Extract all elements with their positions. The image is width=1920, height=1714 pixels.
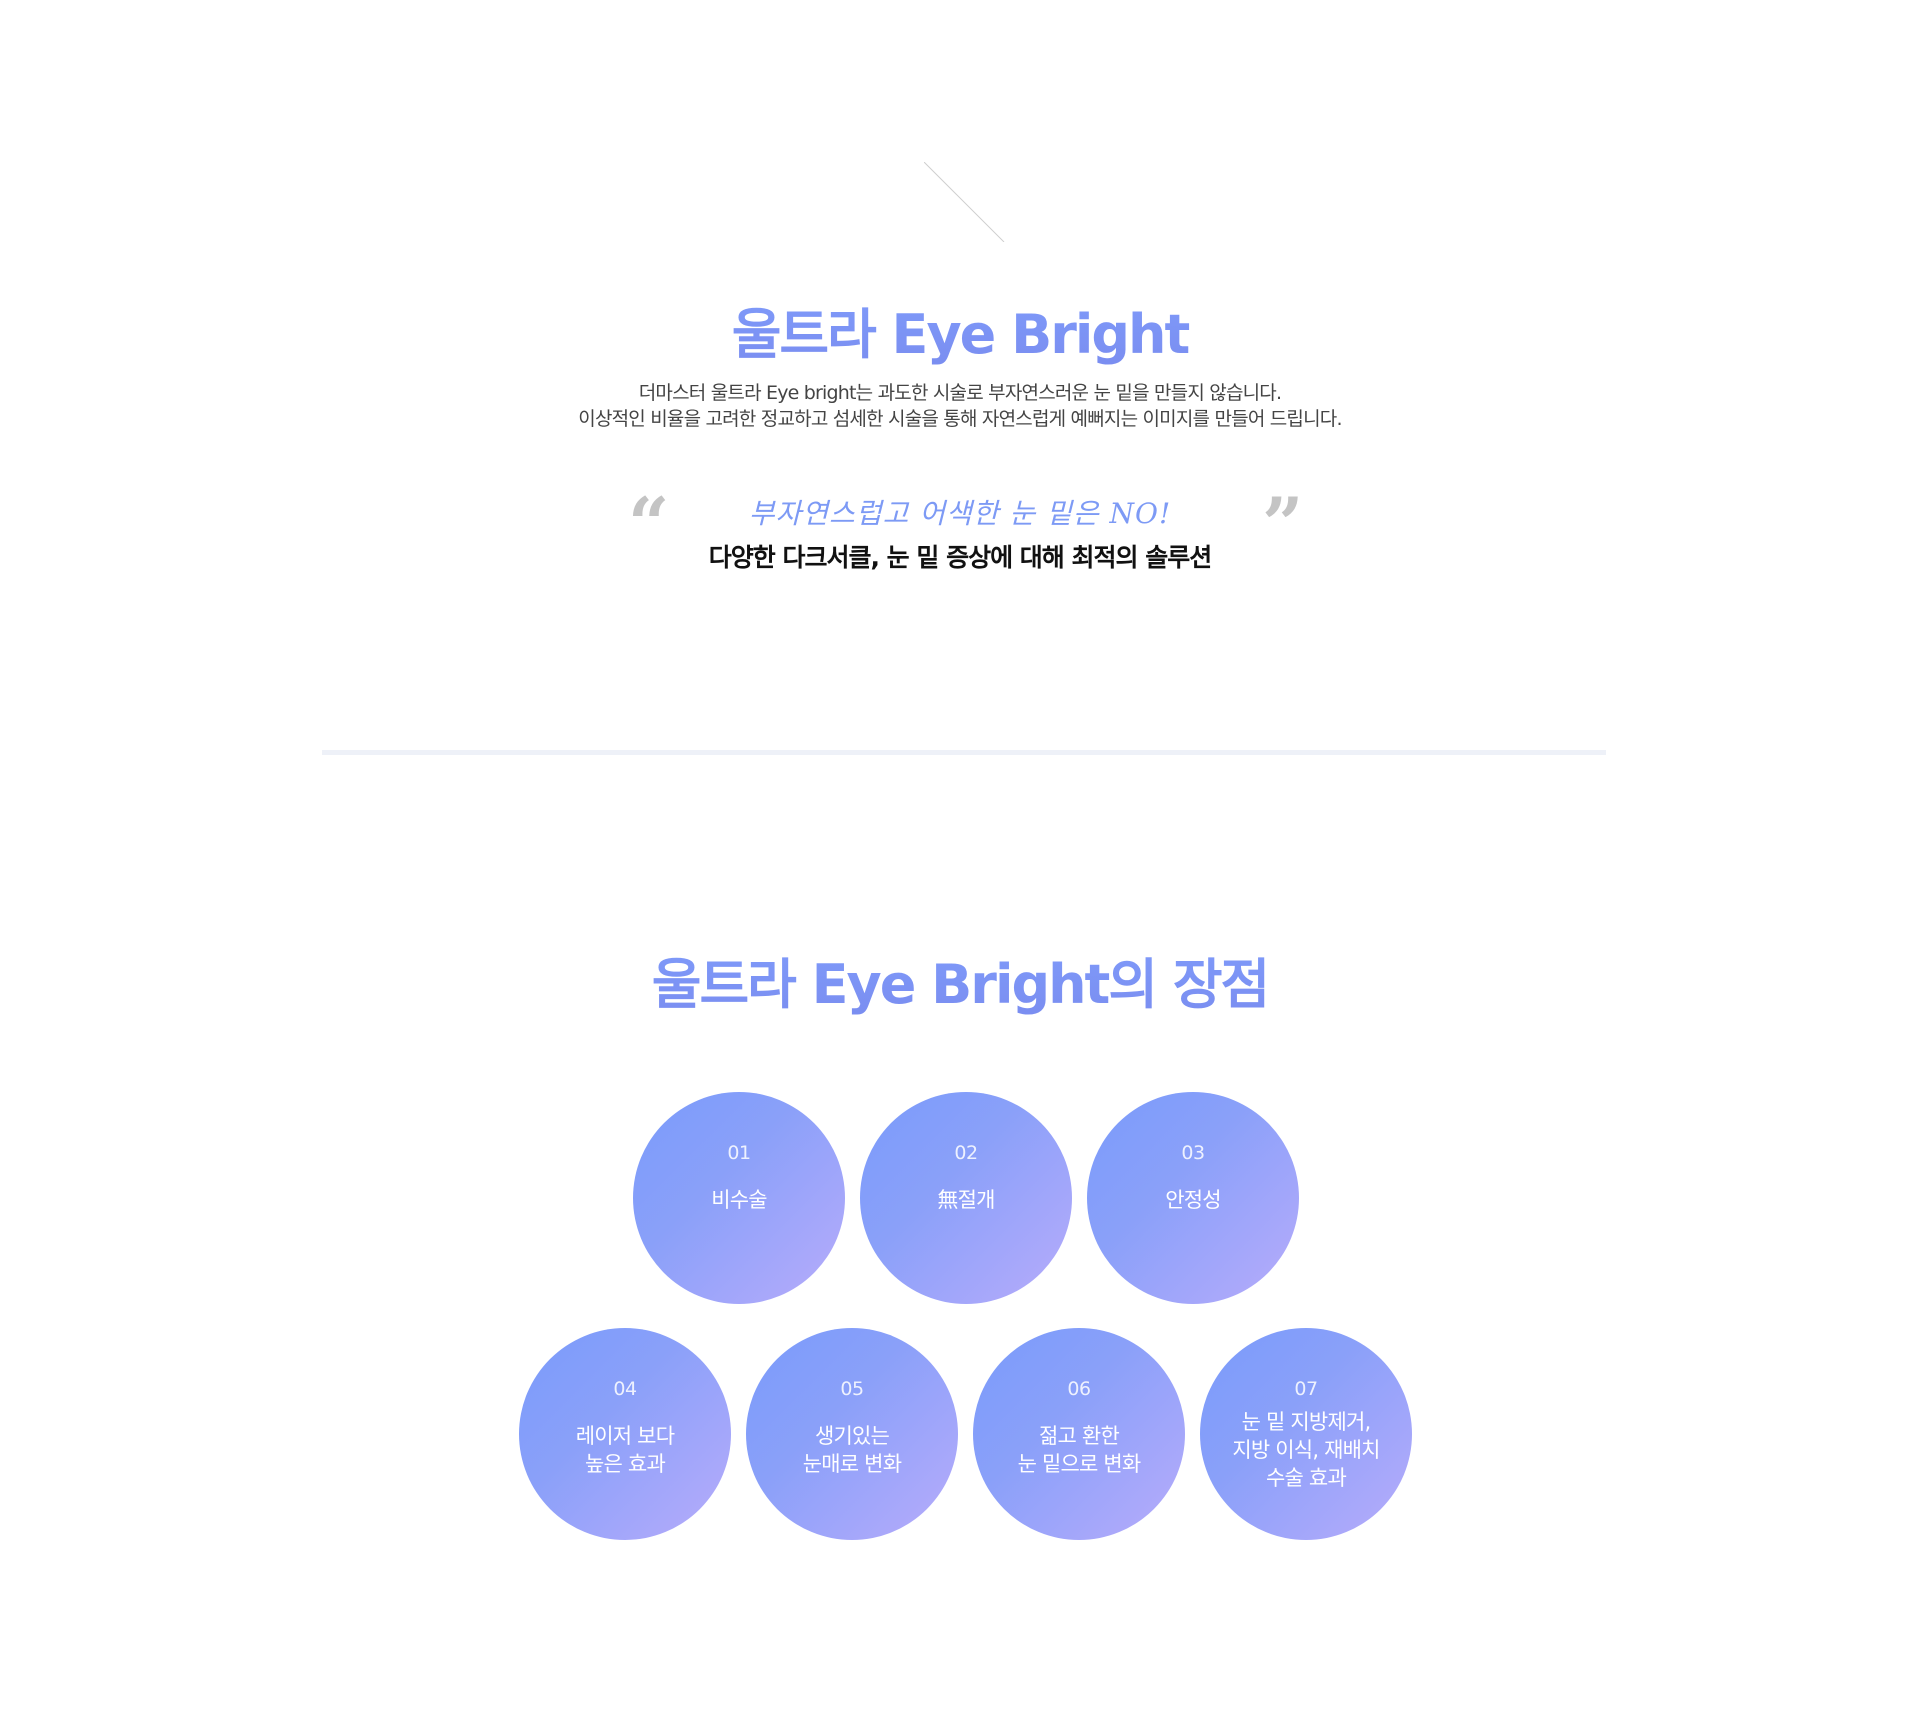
- intro-description: 더마스터 울트라 Eye bright는 과도한 시술로 부자연스러운 눈 밑을…: [0, 380, 1920, 432]
- quote-script-text: 부자연스럽고 어색한 눈 밑은 NO!: [748, 497, 1172, 530]
- advantage-label-line: 눈매로 변화: [802, 1452, 902, 1476]
- advantage-number: 06: [1067, 1378, 1091, 1400]
- advantage-label-line: 눈 밑 지방제거,: [1241, 1410, 1372, 1434]
- advantage-label-line: 레이저 보다: [575, 1424, 675, 1448]
- advantage-label-line: 지방 이식, 재배치: [1232, 1438, 1380, 1462]
- open-quote-icon: “: [628, 481, 670, 566]
- advantage-number: 05: [840, 1378, 864, 1400]
- intro-description-line-1: 더마스터 울트라 Eye bright는 과도한 시술로 부자연스러운 눈 밑을…: [638, 382, 1282, 404]
- advantage-label-line: 눈 밑으로 변화: [1017, 1452, 1142, 1476]
- advantage-number: 01: [727, 1142, 751, 1164]
- advantage-label-line: 생기있는: [814, 1424, 890, 1448]
- section-divider: [322, 750, 1606, 755]
- quote-main-text: 다양한 다크서클, 눈 밑 증상에 대해 최적의 솔루션: [708, 543, 1212, 572]
- advantage-label: 안정성: [1087, 1186, 1299, 1214]
- advantage-circle: 03 안정성: [1087, 1092, 1299, 1304]
- advantage-label: 無절개: [860, 1186, 1072, 1214]
- intro-description-line-2: 이상적인 비율을 고려한 정교하고 섬세한 시술을 통해 자연스럽게 예뻐지는 …: [578, 408, 1342, 430]
- intro-title: 울트라 Eye Bright: [0, 290, 1920, 369]
- advantage-number: 04: [613, 1378, 637, 1400]
- advantage-circle: 01 비수술: [633, 1092, 845, 1304]
- advantages-title: 울트라 Eye Bright의 장점: [0, 940, 1920, 1019]
- advantage-circle: 02 無절개: [860, 1092, 1072, 1304]
- advantage-label-line: 수술 효과: [1266, 1466, 1347, 1490]
- advantage-label-line: 無절개: [937, 1188, 995, 1212]
- advantage-label: 비수술: [633, 1186, 845, 1214]
- advantage-number: 02: [954, 1142, 978, 1164]
- advantage-label-line: 젊고 환한: [1039, 1424, 1120, 1448]
- close-quote-icon: ”: [1262, 481, 1304, 566]
- advantage-label-line: 안정성: [1165, 1188, 1221, 1212]
- advantage-number: 07: [1294, 1378, 1318, 1400]
- decorative-diagonal-line: [924, 162, 1005, 242]
- advantage-number: 03: [1181, 1142, 1205, 1164]
- advantage-label-line: 비수술: [711, 1188, 767, 1212]
- advantage-label-line: 높은 효과: [585, 1452, 666, 1476]
